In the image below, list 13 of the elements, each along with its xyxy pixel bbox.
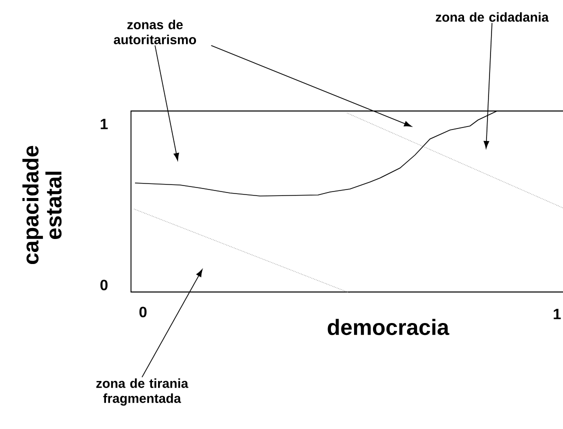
axis-title: democracia <box>328 318 450 336</box>
tick-label: 0 <box>100 280 108 290</box>
tick-label: 1 <box>100 118 108 130</box>
leader-line <box>142 269 202 378</box>
leader-line <box>210 45 412 127</box>
leader-line <box>154 45 180 161</box>
tick-label: 1 <box>554 308 561 320</box>
zone-label: zona de tirania fragmentada <box>96 378 188 406</box>
zone-label: zonas de autoritarismo <box>114 20 196 44</box>
axis-title: capacidade estatal <box>22 146 62 264</box>
leader-line <box>484 22 492 149</box>
zone-label: zona de cidadania <box>436 12 549 22</box>
tick-label: 0 <box>139 306 147 318</box>
